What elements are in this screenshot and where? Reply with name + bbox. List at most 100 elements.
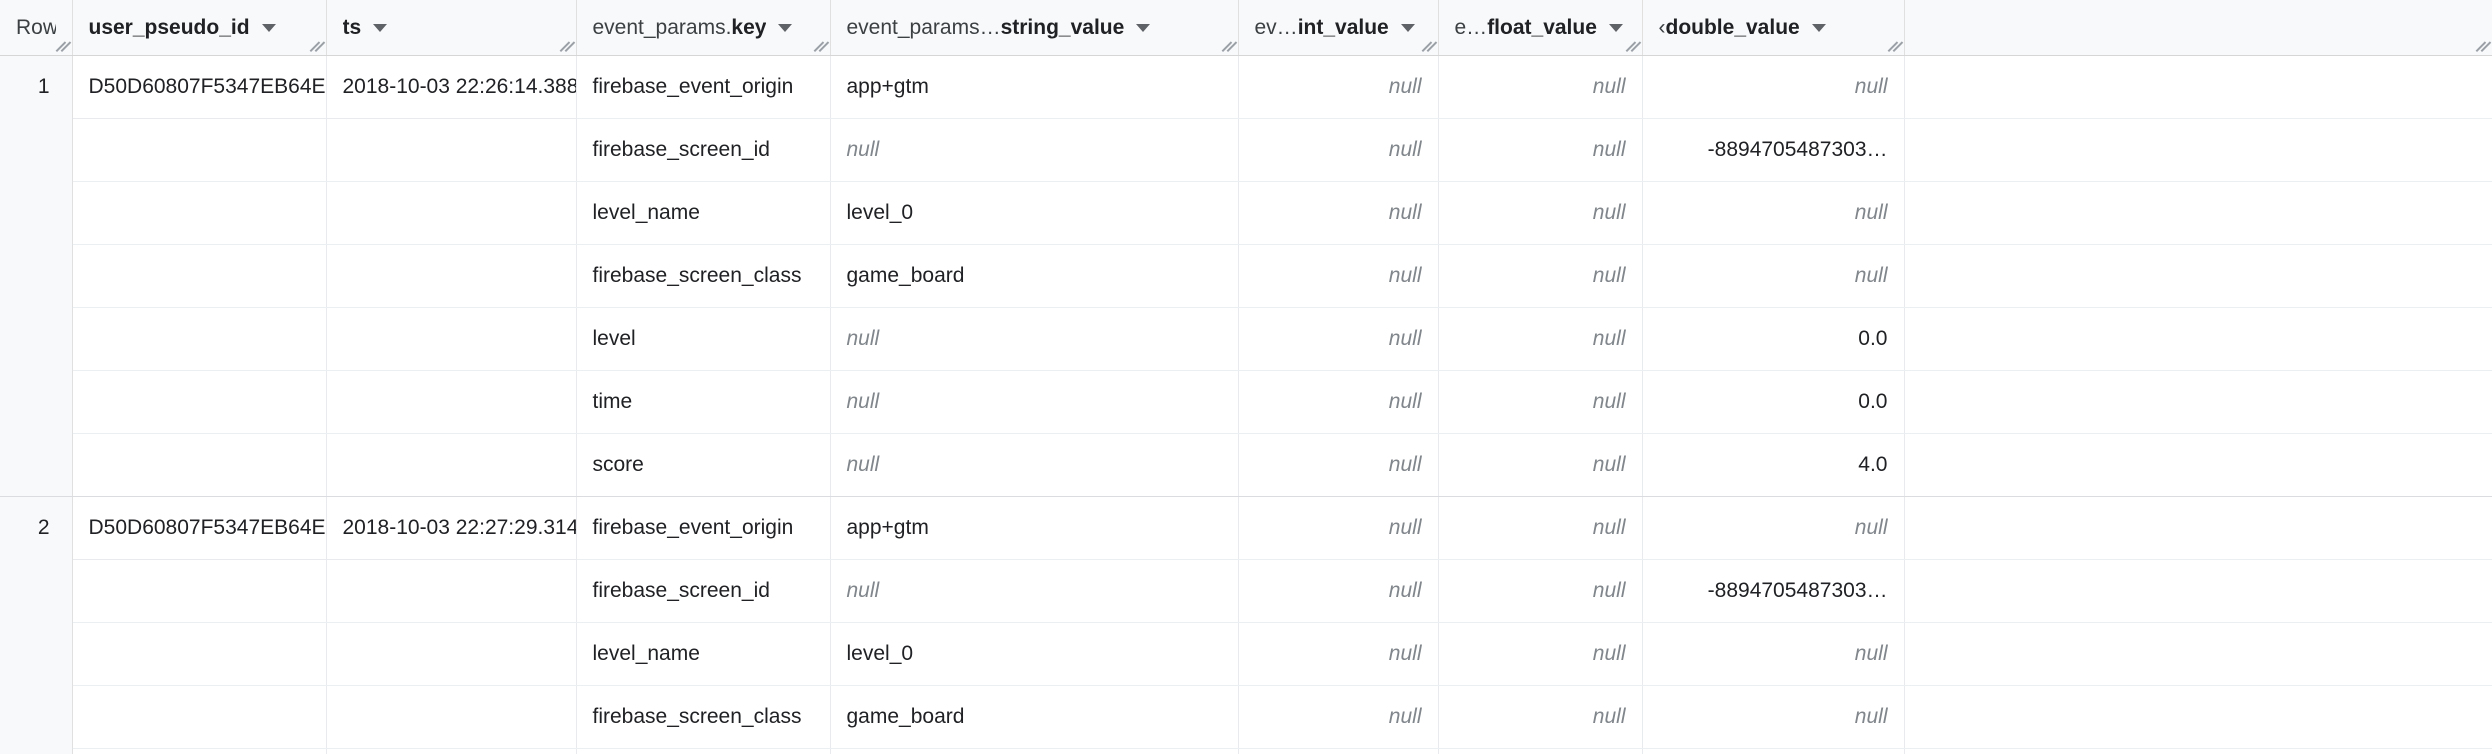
cell-user-pseudo-id-continuation[interactable]	[72, 559, 327, 623]
cell-event-params-string-value[interactable]: game_board	[830, 244, 1239, 308]
cell-event-params-key[interactable]: firebase_event_origin	[576, 496, 831, 560]
cell-event-params-string-value[interactable]: null	[830, 433, 1239, 497]
cell-user-pseudo-id[interactable]: D50D60807F5347EB64EF0CD5…	[72, 55, 327, 119]
cell-event-params-string-value[interactable]: null	[830, 370, 1239, 434]
cell-user-pseudo-id-continuation[interactable]	[72, 370, 327, 434]
cell-event-params-double-value[interactable]: null	[1642, 181, 1905, 245]
cell-event-params-float-value[interactable]: null	[1438, 244, 1643, 308]
cell-event-params-double-value[interactable]: 0.0	[1642, 748, 1905, 754]
cell-event-params-key[interactable]: firebase_event_origin	[576, 55, 831, 119]
column-resize-handle-double_value[interactable]	[1887, 39, 1901, 53]
cell-ts-continuation[interactable]	[326, 307, 577, 371]
column-header-double_value[interactable]: ‹double_value	[1642, 0, 1905, 56]
chevron-down-icon[interactable]	[1400, 23, 1415, 32]
column-resize-handle-key[interactable]	[813, 39, 827, 53]
cell-event-params-int-value[interactable]: null	[1238, 118, 1439, 182]
cell-ts-continuation[interactable]	[326, 370, 577, 434]
cell-user-pseudo-id-continuation[interactable]	[72, 181, 327, 245]
cell-event-params-double-value[interactable]: -8894705487303…	[1642, 559, 1905, 623]
cell-event-params-key[interactable]: firebase_screen_class	[576, 244, 831, 308]
table-row[interactable]: 1D50D60807F5347EB64EF0CD5…2018-10-03 22:…	[0, 55, 2492, 119]
cell-event-params-float-value[interactable]: null	[1438, 370, 1643, 434]
cell-event-params-string-value[interactable]: null	[830, 118, 1239, 182]
cell-ts-continuation[interactable]	[326, 433, 577, 497]
cell-event-params-int-value[interactable]: null	[1238, 244, 1439, 308]
cell-event-params-key[interactable]: firebase_screen_id	[576, 559, 831, 623]
cell-ts-continuation[interactable]	[326, 559, 577, 623]
cell-ts-continuation[interactable]	[326, 244, 577, 308]
cell-event-params-string-value[interactable]: level_0	[830, 622, 1239, 686]
column-resize-handle-row[interactable]	[55, 39, 69, 53]
cell-event-params-key[interactable]: time	[576, 370, 831, 434]
cell-event-params-float-value[interactable]: null	[1438, 433, 1643, 497]
cell-event-params-int-value[interactable]: null	[1238, 559, 1439, 623]
cell-event-params-double-value[interactable]: 0.0	[1642, 370, 1905, 434]
cell-event-params-float-value[interactable]: null	[1438, 55, 1643, 119]
cell-event-params-string-value[interactable]: app+gtm	[830, 496, 1239, 560]
cell-event-params-double-value[interactable]: 0.0	[1642, 307, 1905, 371]
cell-ts-continuation[interactable]	[326, 685, 577, 749]
column-header-float_value[interactable]: e…float_value	[1438, 0, 1643, 56]
cell-user-pseudo-id-continuation[interactable]	[72, 748, 327, 754]
column-resize-handle-filler[interactable]	[2475, 39, 2489, 53]
column-header-row[interactable]: Row	[0, 0, 73, 56]
cell-event-params-int-value[interactable]: null	[1238, 622, 1439, 686]
cell-event-params-string-value[interactable]: app+gtm	[830, 55, 1239, 119]
cell-event-params-double-value[interactable]: 4.0	[1642, 433, 1905, 497]
cell-event-params-string-value[interactable]: null	[830, 559, 1239, 623]
cell-event-params-float-value[interactable]: null	[1438, 748, 1643, 754]
cell-event-params-float-value[interactable]: null	[1438, 307, 1643, 371]
cell-event-params-double-value[interactable]: null	[1642, 55, 1905, 119]
cell-event-params-float-value[interactable]: null	[1438, 181, 1643, 245]
chevron-down-icon[interactable]	[261, 23, 276, 32]
cell-ts-continuation[interactable]	[326, 118, 577, 182]
cell-event-params-key[interactable]: score	[576, 433, 831, 497]
column-header-int_value[interactable]: ev… int_value	[1238, 0, 1439, 56]
cell-event-params-float-value[interactable]: null	[1438, 496, 1643, 560]
cell-event-params-float-value[interactable]: null	[1438, 622, 1643, 686]
cell-event-params-int-value[interactable]: null	[1238, 748, 1439, 754]
column-header-key[interactable]: event_params.key	[576, 0, 831, 56]
cell-event-params-key[interactable]: firebase_screen_id	[576, 118, 831, 182]
cell-event-params-int-value[interactable]: null	[1238, 433, 1439, 497]
chevron-down-icon[interactable]	[1608, 23, 1623, 32]
cell-event-params-int-value[interactable]: null	[1238, 307, 1439, 371]
chevron-down-icon[interactable]	[373, 23, 388, 32]
cell-user-pseudo-id-continuation[interactable]	[72, 118, 327, 182]
cell-user-pseudo-id-continuation[interactable]	[72, 622, 327, 686]
chevron-down-icon[interactable]	[1136, 23, 1151, 32]
cell-event-params-key[interactable]: level	[576, 748, 831, 754]
cell-user-pseudo-id-continuation[interactable]	[72, 244, 327, 308]
cell-event-params-string-value[interactable]: null	[830, 748, 1239, 754]
chevron-down-icon[interactable]	[778, 23, 793, 32]
cell-event-params-key[interactable]: level_name	[576, 181, 831, 245]
cell-event-params-key[interactable]: level_name	[576, 622, 831, 686]
cell-event-params-double-value[interactable]: null	[1642, 244, 1905, 308]
cell-event-params-double-value[interactable]: null	[1642, 685, 1905, 749]
cell-ts-continuation[interactable]	[326, 622, 577, 686]
cell-event-params-float-value[interactable]: null	[1438, 559, 1643, 623]
cell-event-params-string-value[interactable]: null	[830, 307, 1239, 371]
cell-event-params-int-value[interactable]: null	[1238, 181, 1439, 245]
cell-event-params-string-value[interactable]: level_0	[830, 181, 1239, 245]
column-resize-handle-float_value[interactable]	[1625, 39, 1639, 53]
cell-user-pseudo-id[interactable]: D50D60807F5347EB64EF0CD5…	[72, 496, 327, 560]
cell-event-params-float-value[interactable]: null	[1438, 118, 1643, 182]
cell-event-params-int-value[interactable]: null	[1238, 55, 1439, 119]
cell-event-params-double-value[interactable]: -8894705487303…	[1642, 118, 1905, 182]
column-header-ts[interactable]: ts	[326, 0, 577, 56]
cell-ts[interactable]: 2018-10-03 22:27:29.314017 U…	[326, 496, 577, 560]
cell-ts-continuation[interactable]	[326, 748, 577, 754]
cell-event-params-int-value[interactable]: null	[1238, 370, 1439, 434]
cell-user-pseudo-id-continuation[interactable]	[72, 685, 327, 749]
cell-event-params-key[interactable]: level	[576, 307, 831, 371]
cell-event-params-int-value[interactable]: null	[1238, 685, 1439, 749]
